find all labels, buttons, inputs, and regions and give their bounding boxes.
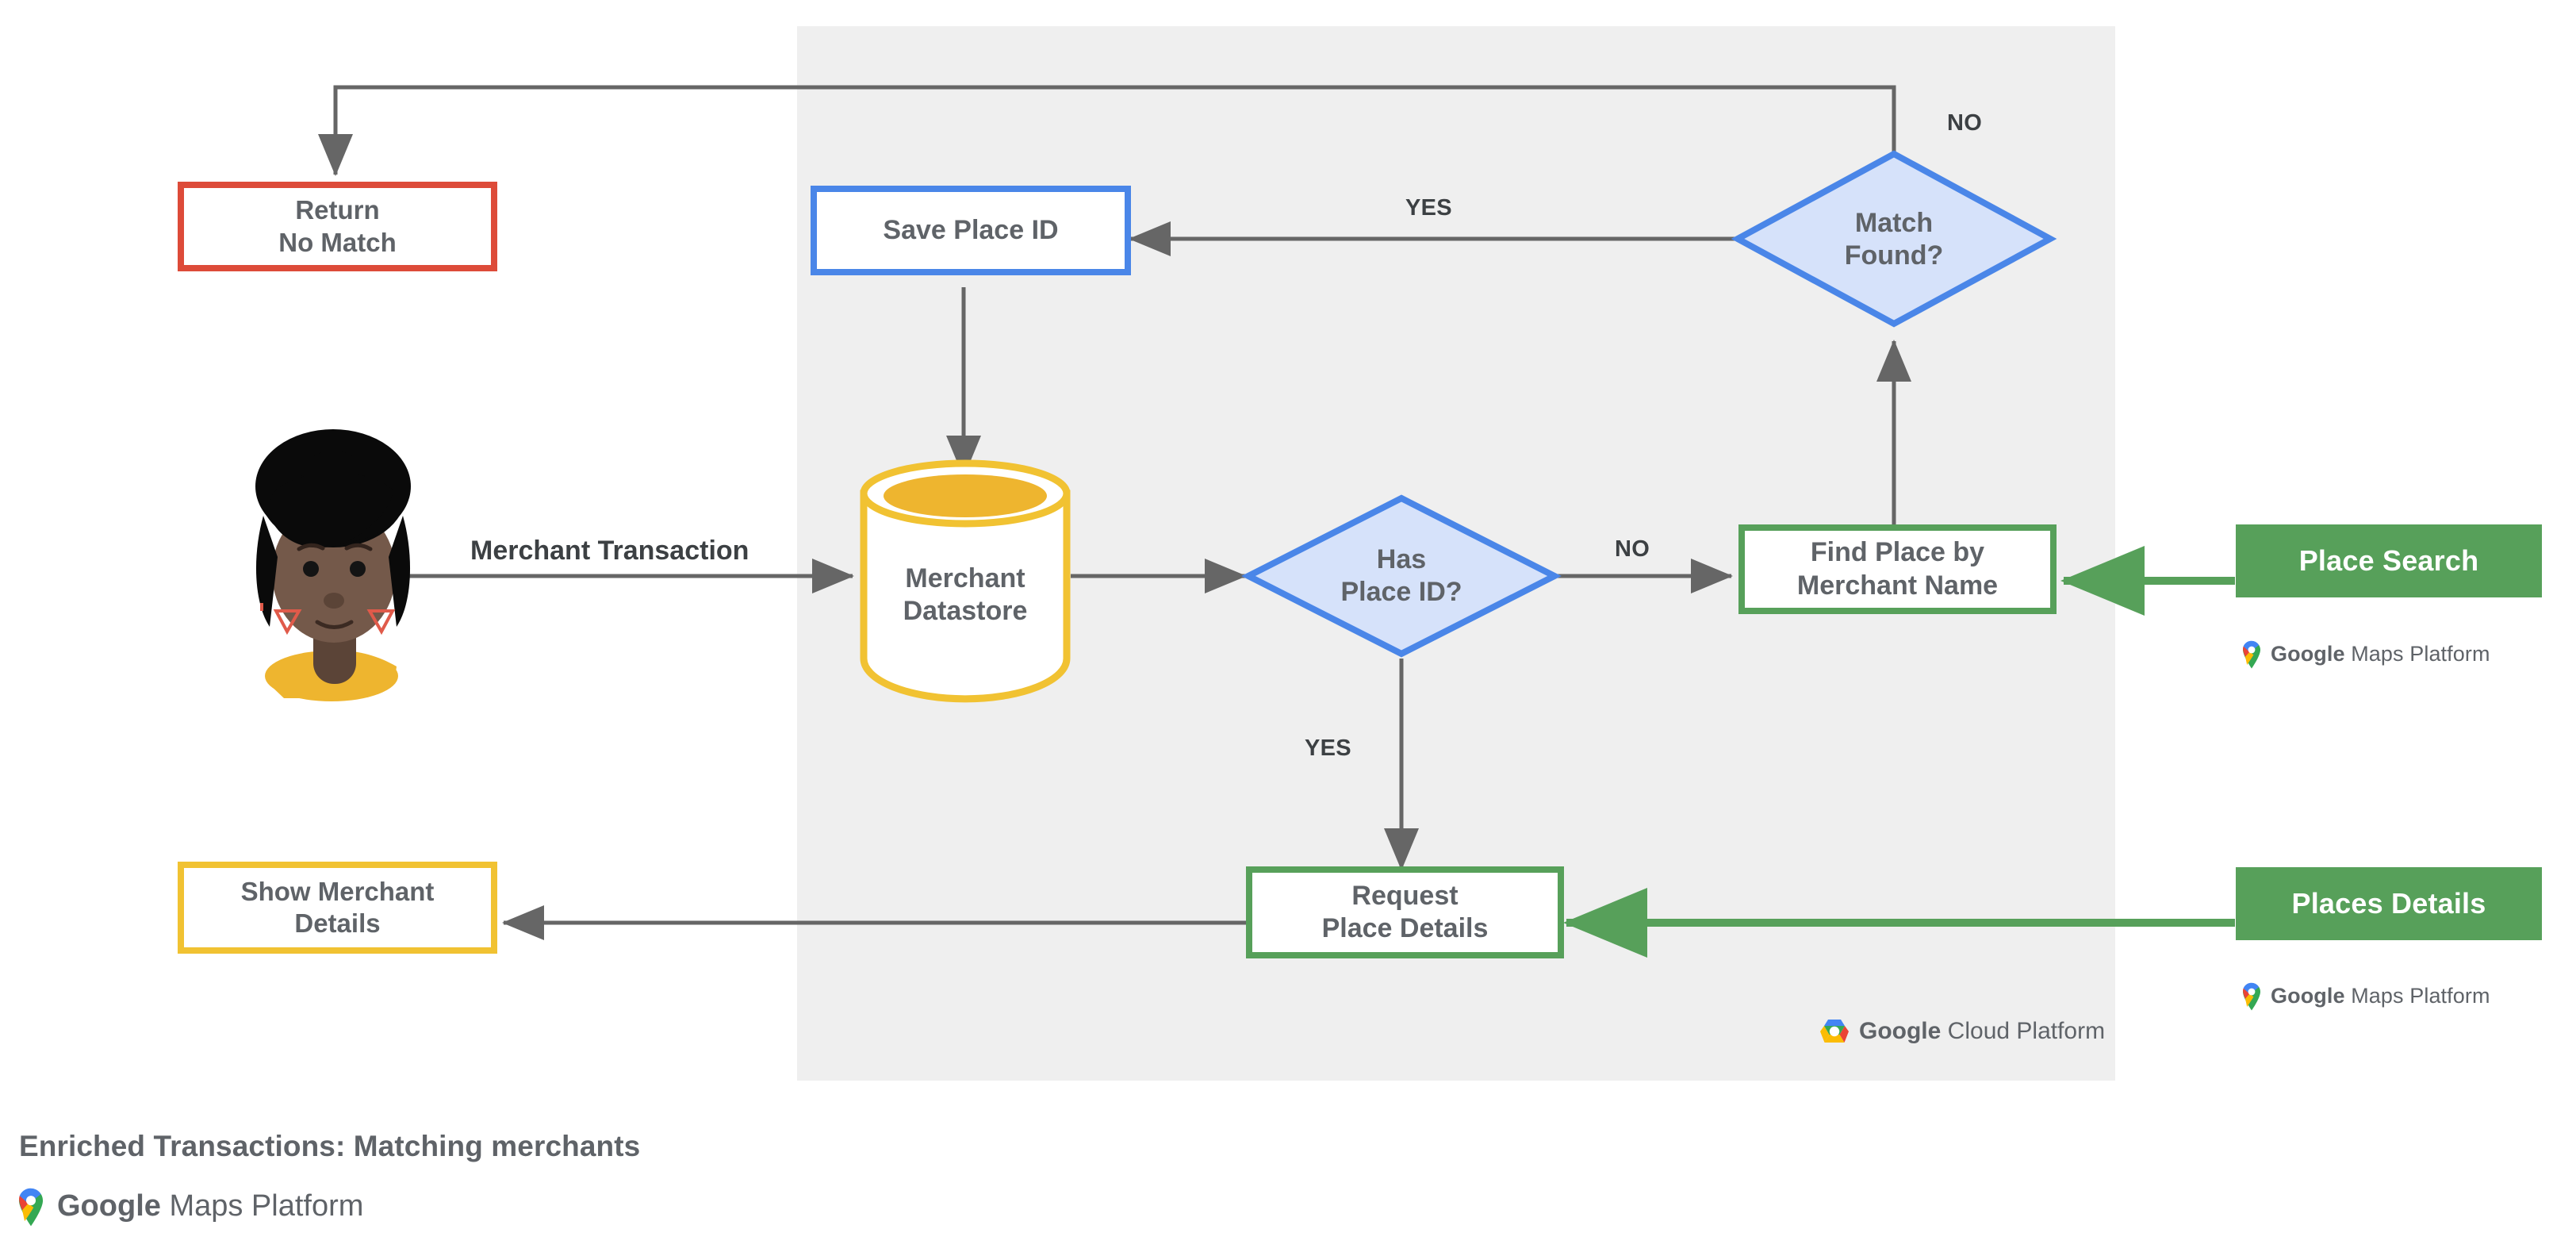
- google-cloud-platform-lockup-text: Google Cloud Platform: [1859, 1018, 2106, 1044]
- caption-maps-platform-lockup: Google Maps Platform: [14, 1185, 363, 1227]
- node-save-place-id-shape: [811, 186, 1131, 275]
- caption-lockup-text: Google Maps Platform: [57, 1189, 364, 1223]
- places-details-lockup-text: Google Maps Platform: [2271, 983, 2490, 1008]
- api-chip-place-search[interactable]: Place Search: [2236, 524, 2542, 597]
- node-match-found-shape: [1731, 150, 2057, 328]
- user-avatar-illustration: [255, 429, 411, 701]
- google-cloud-platform-lockup: Google Cloud Platform: [1819, 1018, 2105, 1045]
- node-request-place-details-shape: [1246, 866, 1564, 958]
- google-maps-pin-icon: [2243, 640, 2260, 669]
- place-search-lockup-text: Google Maps Platform: [2271, 641, 2490, 666]
- node-show-merchant-details-shape: [178, 862, 497, 954]
- google-maps-pin-icon: [18, 1188, 44, 1227]
- node-has-place-id-shape: [1241, 494, 1562, 658]
- edge-match-no-to-return: [318, 85, 1896, 177]
- node-find-place-shape: [1738, 524, 2057, 614]
- google-maps-pin-icon: [2243, 982, 2260, 1011]
- google-cloud-hexagon-icon: [1820, 1020, 1849, 1043]
- edge-label-has-place-id-no: NO: [1615, 536, 1650, 562]
- edge-label-match-found-no: NO: [1947, 110, 1983, 136]
- place-search-maps-platform-lockup: Google Maps Platform: [2240, 639, 2490, 669]
- diagram-caption: Enriched Transactions: Matching merchant…: [19, 1130, 641, 1162]
- api-chip-places-details[interactable]: Places Details: [2236, 867, 2542, 940]
- node-return-no-match-shape: [178, 182, 497, 271]
- edge-label-merchant-transaction: Merchant Transaction: [470, 536, 749, 566]
- edge-label-match-found-yes: YES: [1405, 195, 1452, 221]
- node-merchant-datastore-shape: [860, 459, 1071, 703]
- places-details-maps-platform-lockup: Google Maps Platform: [2240, 981, 2490, 1011]
- edge-label-has-place-id-yes: YES: [1305, 735, 1351, 761]
